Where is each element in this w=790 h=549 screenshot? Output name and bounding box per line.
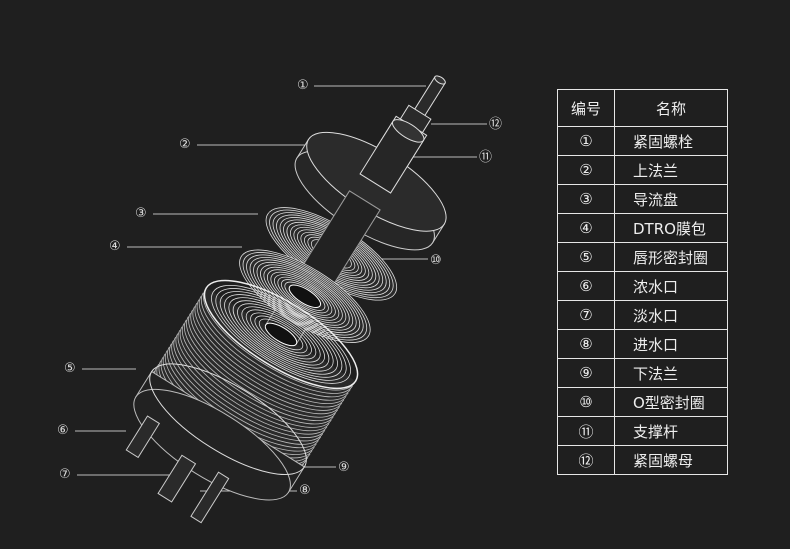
part-name: 紧固螺母 xyxy=(614,445,728,475)
part-name: 进水口 xyxy=(614,329,728,359)
part-name: 唇形密封圈 xyxy=(614,242,728,272)
callout-label: ⑤ xyxy=(64,361,76,376)
callout-label: ⑨ xyxy=(338,460,350,475)
callout-label: ① xyxy=(297,78,309,93)
part-number: ⑫ xyxy=(557,445,615,475)
callout-label: ⑦ xyxy=(59,467,71,482)
part-number: ① xyxy=(557,126,615,156)
header-number: 编号 xyxy=(557,89,615,127)
part-name: O型密封圈 xyxy=(614,387,728,417)
part-number: ⑤ xyxy=(557,242,615,272)
dtro-membrane-disc xyxy=(239,190,381,347)
part-number: ⑧ xyxy=(557,329,615,359)
ports xyxy=(125,415,230,524)
callout-label: ⑪ xyxy=(479,150,493,165)
part-number: ④ xyxy=(557,213,615,243)
callout-label: ③ xyxy=(135,206,147,221)
part-number: ⑥ xyxy=(557,271,615,301)
part-number: ⑪ xyxy=(557,416,615,446)
part-name: 淡水口 xyxy=(614,300,728,330)
callout-label: ② xyxy=(179,137,191,152)
callout-label: ⑥ xyxy=(57,423,69,438)
lower-flange xyxy=(133,363,307,501)
part-name: 导流盘 xyxy=(614,184,728,214)
upper-flange xyxy=(294,119,447,251)
part-number: ③ xyxy=(557,184,615,214)
part-number: ⑦ xyxy=(557,300,615,330)
part-name: 下法兰 xyxy=(614,358,728,388)
part-name: 支撑杆 xyxy=(614,416,728,446)
table-header-row: 编号 名称 xyxy=(557,89,728,127)
part-name: DTRO膜包 xyxy=(614,213,728,243)
concentrate-port xyxy=(125,415,161,459)
part-number: ⑨ xyxy=(557,358,615,388)
callout-label: ⑩ xyxy=(430,253,442,268)
callout-label: ④ xyxy=(109,239,121,254)
part-number: ② xyxy=(557,155,615,185)
part-name: 紧固螺栓 xyxy=(614,126,728,156)
filter-assembly xyxy=(125,75,447,524)
feed-port xyxy=(190,471,230,524)
callout-label: ⑫ xyxy=(489,117,503,132)
part-number: ⑩ xyxy=(557,387,615,417)
part-name: 浓水口 xyxy=(614,271,728,301)
part-name: 上法兰 xyxy=(614,155,728,185)
header-name: 名称 xyxy=(614,89,728,127)
callout-label: ⑧ xyxy=(299,483,311,498)
permeate-port xyxy=(157,454,197,503)
